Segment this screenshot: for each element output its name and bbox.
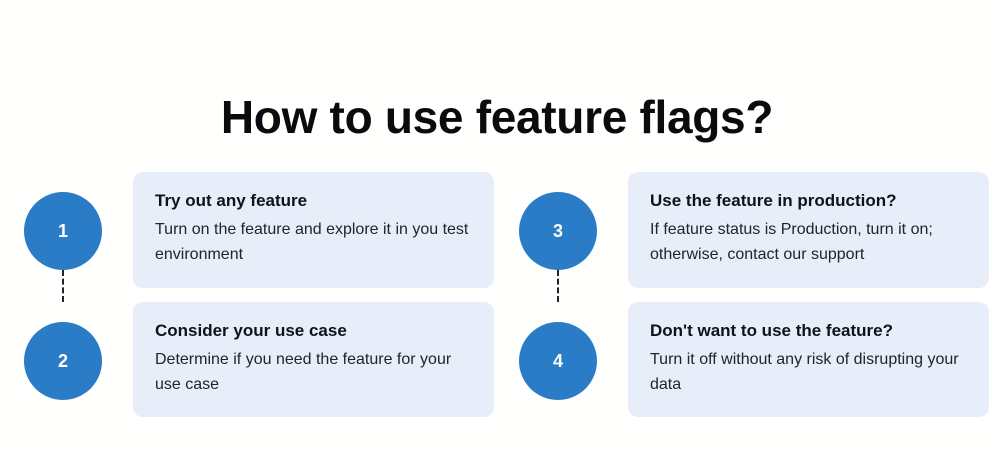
step-card-description-4: Turn it off without any risk of disrupti…: [650, 351, 959, 393]
step-number-4: 4: [552, 351, 563, 371]
step-connector-3-to-4: [557, 270, 561, 302]
step-marker-2: 2: [24, 322, 102, 400]
step-marker-4: 4: [519, 322, 597, 400]
step-card-description-2: Determine if you need the feature for yo…: [155, 351, 452, 393]
step-number-1: 1: [57, 221, 68, 241]
step-number-3: 3: [552, 221, 563, 241]
step-card-description-1: Turn on the feature and explore it in yo…: [155, 221, 469, 263]
step-connector-1-to-2: [62, 270, 66, 302]
step-number-2: 2: [57, 351, 68, 371]
steps-grid: 1 Try out any feature Turn on the featur…: [0, 172, 994, 422]
step-marker-3: 3: [519, 192, 597, 270]
step-card-3: Use the feature in production? If featur…: [628, 172, 989, 288]
page-title: How to use feature flags?: [220, 90, 774, 143]
step-card-title-2: Consider your use case: [155, 321, 347, 340]
step-card-title-1: Try out any feature: [155, 191, 308, 210]
step-card-1: Try out any feature Turn on the feature …: [133, 172, 494, 288]
step-card-title-3: Use the feature in production?: [650, 191, 897, 210]
step-item-1: 1 Try out any feature Turn on the featur…: [24, 172, 494, 302]
step-card-4: Don't want to use the feature? Turn it o…: [628, 302, 989, 417]
step-card-description-3: If feature status is Production, turn it…: [650, 221, 933, 263]
step-marker-1: 1: [24, 192, 102, 270]
steps-column-right: 3 Use the feature in production? If feat…: [519, 172, 989, 422]
step-card-title-4: Don't want to use the feature?: [650, 321, 893, 340]
step-item-4: 4 Don't want to use the feature? Turn it…: [519, 302, 989, 417]
steps-column-left: 1 Try out any feature Turn on the featur…: [24, 172, 494, 422]
step-item-3: 3 Use the feature in production? If feat…: [519, 172, 989, 302]
step-card-2: Consider your use case Determine if you …: [133, 302, 494, 417]
step-item-2: 2 Consider your use case Determine if yo…: [24, 302, 494, 417]
